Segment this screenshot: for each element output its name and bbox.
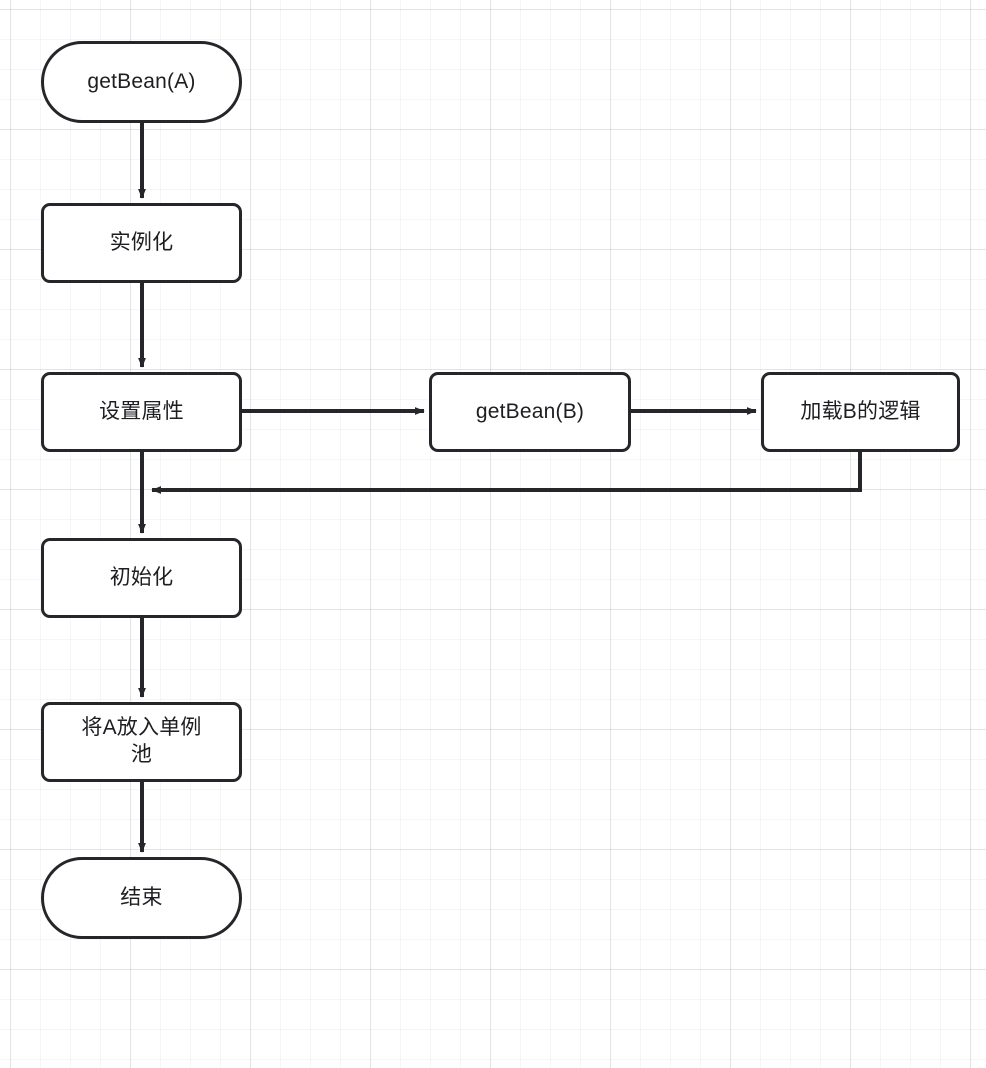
node-label: getBean(A) [87,69,196,93]
node-label: 实例化 [109,230,174,254]
node-get-bean-b[interactable]: getBean(B) [429,372,631,452]
node-label: 加载B的逻辑 [800,399,921,423]
node-get-bean-a[interactable]: getBean(A) [41,41,242,123]
node-label: 设置属性 [99,399,184,423]
node-label: 结束 [120,885,163,909]
node-populate-properties[interactable]: 设置属性 [41,372,242,452]
node-label: getBean(B) [475,399,585,423]
node-end[interactable]: 结束 [41,857,242,939]
node-instantiate[interactable]: 实例化 [41,203,242,283]
node-label: 将A放入单例 池 [81,716,202,766]
node-put-a-into-singleton-pool[interactable]: 将A放入单例 池 [41,702,242,782]
node-label: 初始化 [109,565,174,589]
node-initialize[interactable]: 初始化 [41,538,242,618]
node-load-b-logic[interactable]: 加载B的逻辑 [761,372,960,452]
edge-loadb-return-to-trunk [151,452,862,494]
